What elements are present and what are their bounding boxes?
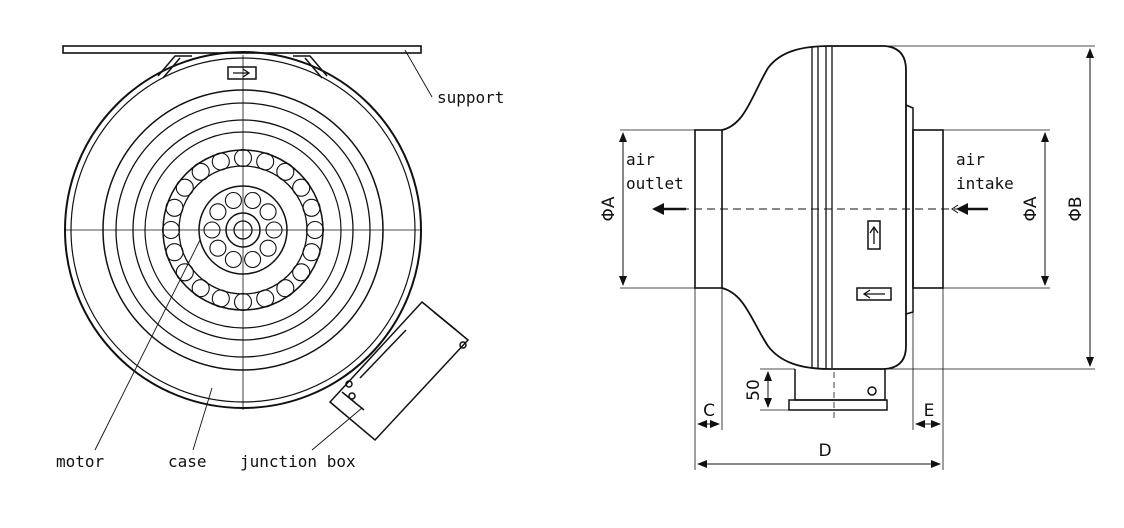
impeller-blade (256, 289, 275, 308)
impeller-blade (175, 263, 194, 282)
motor-label: motor (56, 452, 105, 471)
junction-box-label: junction box (240, 452, 356, 471)
air-intake-label-line2: intake (956, 174, 1014, 193)
extension-lines (620, 45, 1095, 470)
impeller-blade (276, 279, 295, 298)
e-label: E (924, 401, 935, 421)
support-label: support (437, 88, 504, 107)
impeller-blade (302, 198, 321, 217)
impeller-blade (165, 198, 184, 217)
impeller-blade (302, 243, 321, 262)
impeller-blade (276, 162, 295, 181)
impeller-blade (256, 152, 275, 171)
motor-vent (209, 203, 227, 221)
mounting-bracket (788, 369, 888, 411)
motor-vent (259, 239, 277, 257)
dimension-lines (619, 48, 1094, 468)
junction-box-leader (311, 407, 363, 451)
rotation-arrow-icon (227, 66, 257, 80)
case-leader (192, 387, 213, 451)
support-leader (404, 49, 433, 98)
impeller-blade (175, 178, 194, 197)
body-bands (811, 47, 833, 368)
impeller-blade (165, 243, 184, 262)
side-view: air outlet air intake ΦA ΦA ΦB 50 C E D (599, 45, 1095, 470)
rotation-direction-icon (856, 287, 892, 301)
air-outlet-label-line1: air (626, 150, 655, 169)
air-intake-label-line1: air (956, 150, 985, 169)
air-outlet-label-line2: outlet (626, 174, 684, 193)
intake-flow-arrow (951, 203, 988, 215)
impeller-blade (191, 162, 210, 181)
d-label: D (818, 441, 831, 461)
leader-lines (94, 49, 433, 451)
case-label: case (168, 452, 207, 471)
impeller-blade (292, 263, 311, 282)
impeller-blade (211, 152, 230, 171)
outlet-flow-arrow (652, 203, 686, 215)
intake-flange (905, 104, 914, 315)
impeller-blade (211, 289, 230, 308)
airflow-direction-icon (867, 220, 881, 250)
fan-body (721, 45, 907, 370)
impeller-blade (191, 279, 210, 298)
motor-vent (259, 203, 277, 221)
junction-box (328, 300, 470, 442)
motor-vent (224, 250, 242, 269)
fifty-label: 50 (744, 379, 764, 401)
motor-vent (244, 250, 262, 269)
phi-a-left-label: ΦA (599, 196, 619, 221)
motor-leader (94, 239, 201, 451)
phi-a-right-label: ΦA (1021, 196, 1041, 221)
motor-vent (224, 191, 242, 210)
motor-vent (244, 191, 262, 210)
phi-b-label: ΦB (1066, 196, 1086, 221)
front-view: support motor case junction box (56, 45, 504, 471)
c-label: C (703, 401, 715, 421)
motor-vent (209, 239, 227, 257)
impeller-blade (292, 178, 311, 197)
